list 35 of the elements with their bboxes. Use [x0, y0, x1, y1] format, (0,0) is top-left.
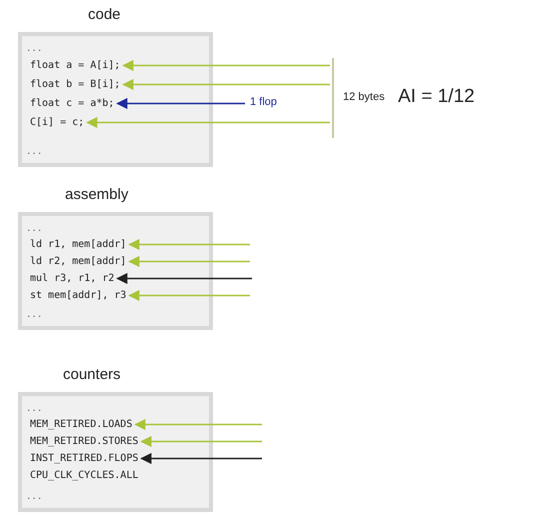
arrow	[140, 436, 262, 448]
code-panel	[18, 212, 213, 330]
arrow	[122, 78, 330, 90]
arrow	[140, 452, 262, 464]
arrow	[128, 290, 250, 302]
ellipsis-text: ...	[26, 147, 42, 157]
code-line: float a = A[i];	[28, 56, 122, 75]
arrow	[122, 60, 330, 72]
arrow	[128, 256, 250, 268]
code-line: MEM_RETIRED.STORES	[28, 433, 140, 450]
arrow	[86, 116, 330, 128]
ellipsis-text: ...	[26, 310, 42, 320]
code-line: float c = a*b;	[28, 94, 116, 113]
ellipsis-text: ...	[26, 224, 42, 234]
arrow	[116, 272, 252, 284]
code-line: CPU_CLK_CYCLES.ALL	[28, 467, 140, 484]
code-line: float b = B[i];	[28, 75, 122, 94]
formula-text: AI = 1/12	[398, 86, 475, 108]
arrow	[116, 98, 245, 110]
edge-label: 1 flop	[248, 96, 279, 108]
code-line: ld r1, mem[addr]	[28, 236, 128, 253]
ellipsis-text: ...	[26, 404, 42, 414]
arrow	[128, 238, 250, 250]
ellipsis-text: ...	[26, 44, 42, 54]
bracket-label: 12 bytes	[343, 91, 385, 103]
arrow	[134, 418, 262, 430]
code-line: MEM_RETIRED.LOADS	[28, 416, 134, 433]
code-line: mul r3, r1, r2	[28, 270, 116, 287]
code-line: C[i] = c;	[28, 113, 86, 132]
code-line: st mem[addr], r3	[28, 287, 128, 304]
code-line: INST_RETIRED.FLOPS	[28, 450, 140, 467]
ellipsis-text: ...	[26, 492, 42, 502]
code-panel	[18, 392, 213, 512]
code-panel	[18, 32, 213, 167]
code-line: ld r2, mem[addr]	[28, 253, 128, 270]
